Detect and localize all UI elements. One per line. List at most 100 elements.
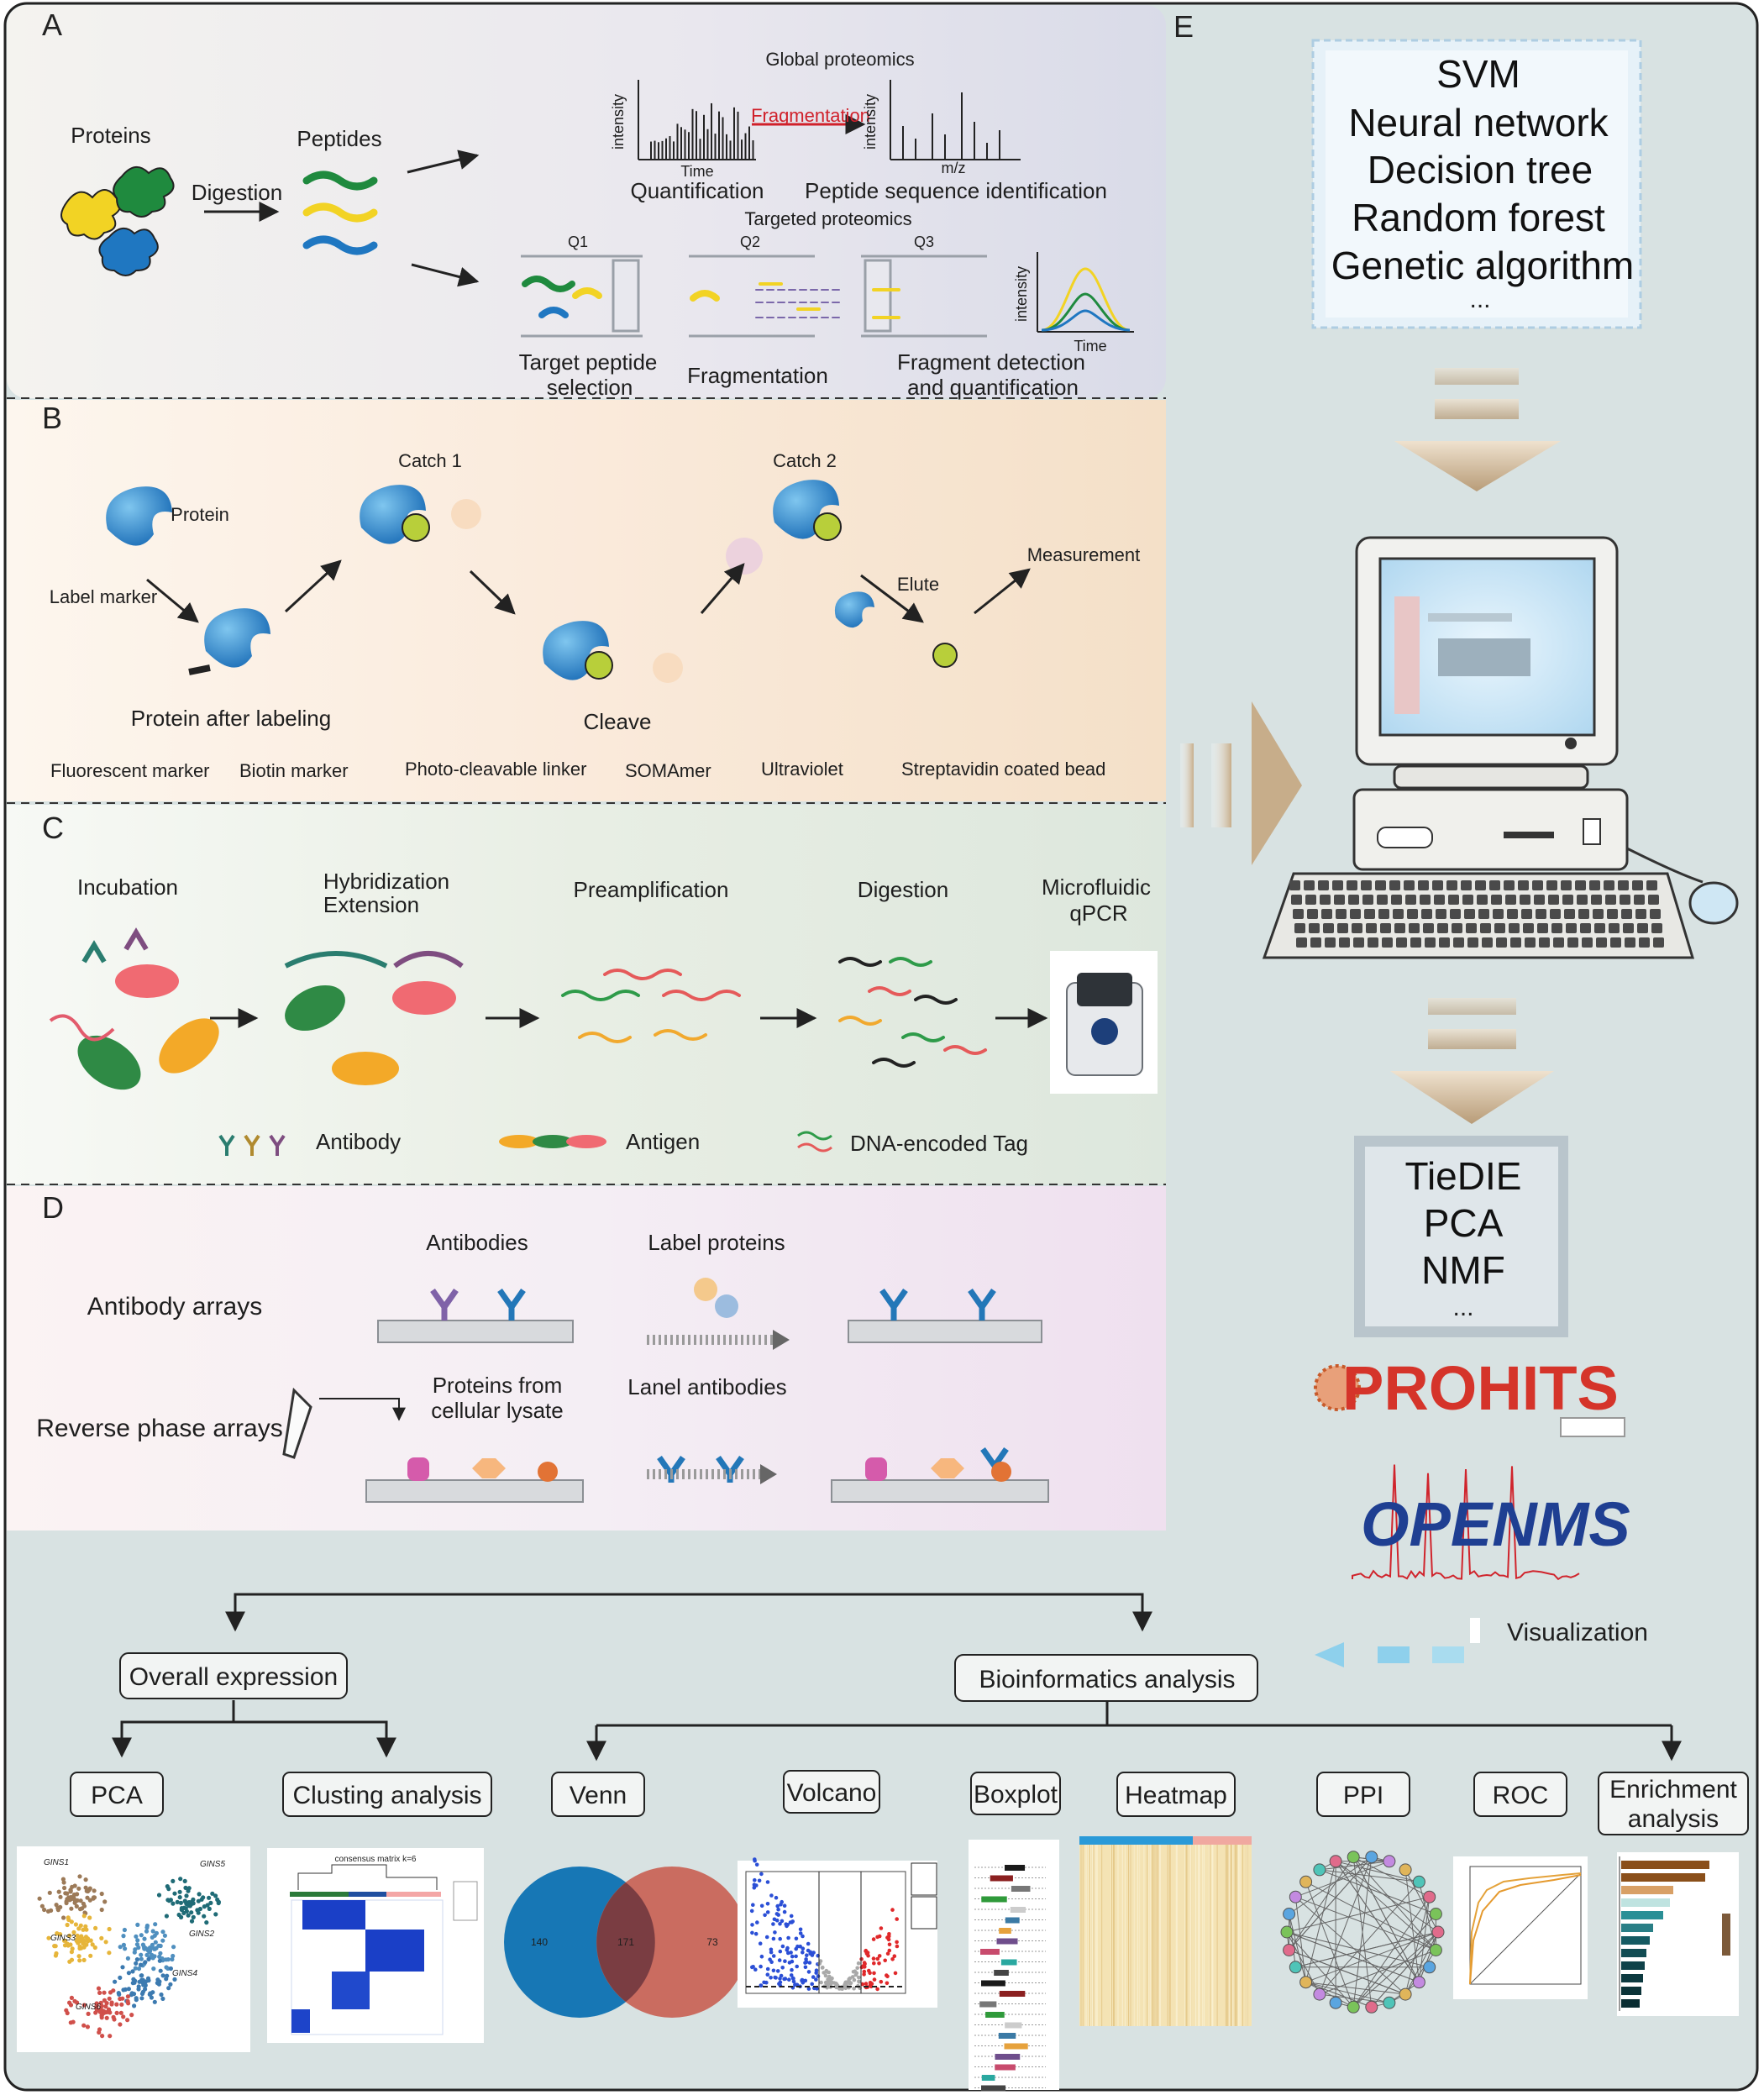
consensus-title: consensus matrix k=6 (335, 1855, 417, 1864)
keyboard-key (1404, 880, 1415, 890)
boxplot-box-mark (981, 2075, 995, 2081)
keyboard-key (1391, 895, 1402, 905)
identification-spectrum (890, 80, 1021, 160)
ppi-node (1423, 1890, 1436, 1903)
pca-point (65, 1941, 70, 1946)
volcano-point (823, 1980, 828, 1985)
volcano-label: Volcano (787, 1779, 877, 1807)
pca-point (213, 1912, 218, 1917)
pca-point (186, 1886, 192, 1891)
volcano-point (755, 1920, 759, 1924)
pca-point (88, 1938, 93, 1943)
volcano-point (883, 1958, 887, 1963)
pca-point (72, 1900, 77, 1905)
fragmentation-label: Fragmentation (687, 363, 828, 388)
ppi-edge (1289, 1914, 1296, 1967)
volcano-point (837, 1987, 842, 1991)
pca-point (84, 1927, 89, 1932)
volcano-point (789, 1973, 794, 1977)
ppi-thumbnail (1280, 1851, 1445, 2014)
pca-point (155, 1981, 160, 1986)
pca-point (153, 1940, 158, 1945)
pca-point (66, 1895, 71, 1900)
pca-point (99, 1935, 104, 1940)
cleave-label: Cleave (584, 709, 652, 734)
keyboard-key (1620, 895, 1630, 905)
volcano-point (877, 1954, 882, 1958)
down-arrow-2 (1390, 998, 1554, 1124)
boxplot-box-mark (996, 1938, 1018, 1945)
boxplot-box-mark (995, 2054, 1021, 2060)
panel-e-letter: E (1173, 9, 1194, 44)
pca-point (136, 1945, 141, 1951)
keyboard-key (1453, 937, 1464, 948)
pca-point (139, 1952, 144, 1957)
keyboard-key (1478, 909, 1489, 919)
panel-b: B Protein Label marker Protein after lab… (7, 400, 1166, 801)
keyboard-key (1368, 937, 1378, 948)
volcano-point (811, 1975, 816, 1979)
reverse-phase-label: Reverse phase arrays (36, 1415, 282, 1442)
ppi-edge (1289, 1856, 1373, 1951)
ppi-node (1399, 1987, 1412, 2001)
boxplot-box-mark (1004, 2043, 1028, 2050)
volcano-point (877, 1934, 882, 1939)
pca-point (177, 1889, 182, 1894)
pca-point (86, 2011, 91, 2016)
peptides-label: Peptides (297, 126, 381, 151)
pca-point (147, 1948, 153, 1954)
pca-point (64, 1899, 69, 1904)
pca-point (114, 2002, 119, 2007)
boxplot-box-mark (980, 1949, 1000, 1955)
keyboard-key (1618, 880, 1629, 890)
volcano-point (794, 1936, 799, 1941)
enrichment-bar (1621, 1861, 1709, 1869)
volcano-point (769, 1947, 774, 1952)
pca-point (45, 1909, 51, 1914)
volcano-point (866, 1953, 870, 1958)
pca-point (151, 1966, 156, 1972)
keyboard-key (1507, 909, 1518, 919)
keyboard-key (1625, 937, 1635, 948)
volcano-point (776, 1907, 780, 1912)
boxplot-box-mark (985, 2012, 1005, 2018)
pca-point (99, 2013, 104, 2018)
pca-point (54, 1951, 59, 1956)
keyboard-key (1466, 923, 1477, 933)
pca-point (121, 1942, 126, 1947)
pca-point (85, 2024, 90, 2029)
pca-point (183, 1906, 188, 1911)
volcano-point (774, 1912, 780, 1916)
keyboard-key (1610, 937, 1621, 948)
enrichment-bar (1621, 1987, 1641, 1995)
chromatogram (1037, 252, 1134, 333)
ppi-edge (1352, 1856, 1436, 1951)
keyboard-key (1482, 937, 1493, 948)
proteins-from-label-2: cellular lysate (431, 1398, 564, 1423)
panel-b-legend: Fluorescent marker Biotin marker Photo-c… (50, 759, 1105, 781)
ppi-edge (1319, 1869, 1436, 1914)
ppi-edge (1305, 1931, 1439, 1983)
volcano-point (890, 1908, 895, 1912)
keyboard-key (1536, 909, 1546, 919)
volcano-point (890, 1957, 895, 1961)
keyboard-key (1450, 909, 1461, 919)
boxplot-box-mark (999, 1928, 1011, 1934)
pca-point (121, 1987, 126, 1993)
panel-c: C Incubation Hybridization Extension Pre… (7, 805, 1166, 1184)
boxplot-box-mark (1005, 1917, 1020, 1924)
keyboard-key (1409, 923, 1420, 933)
volcano-point (795, 1964, 799, 1969)
keyboard-key (1609, 923, 1620, 933)
keyboard-key (1396, 937, 1407, 948)
keyboard-key (1523, 923, 1534, 933)
ppi-box (1316, 1772, 1410, 1817)
keyboard-key (1425, 937, 1436, 948)
pca-point (160, 1930, 165, 1935)
pca-point (141, 1944, 146, 1950)
pca-point (171, 1901, 176, 1906)
pca-point (158, 1951, 163, 1956)
ppi-node (1365, 1851, 1378, 1864)
boxplot-box-mark (990, 1875, 1013, 1882)
overall-expression-label: Overall expression (129, 1663, 338, 1691)
